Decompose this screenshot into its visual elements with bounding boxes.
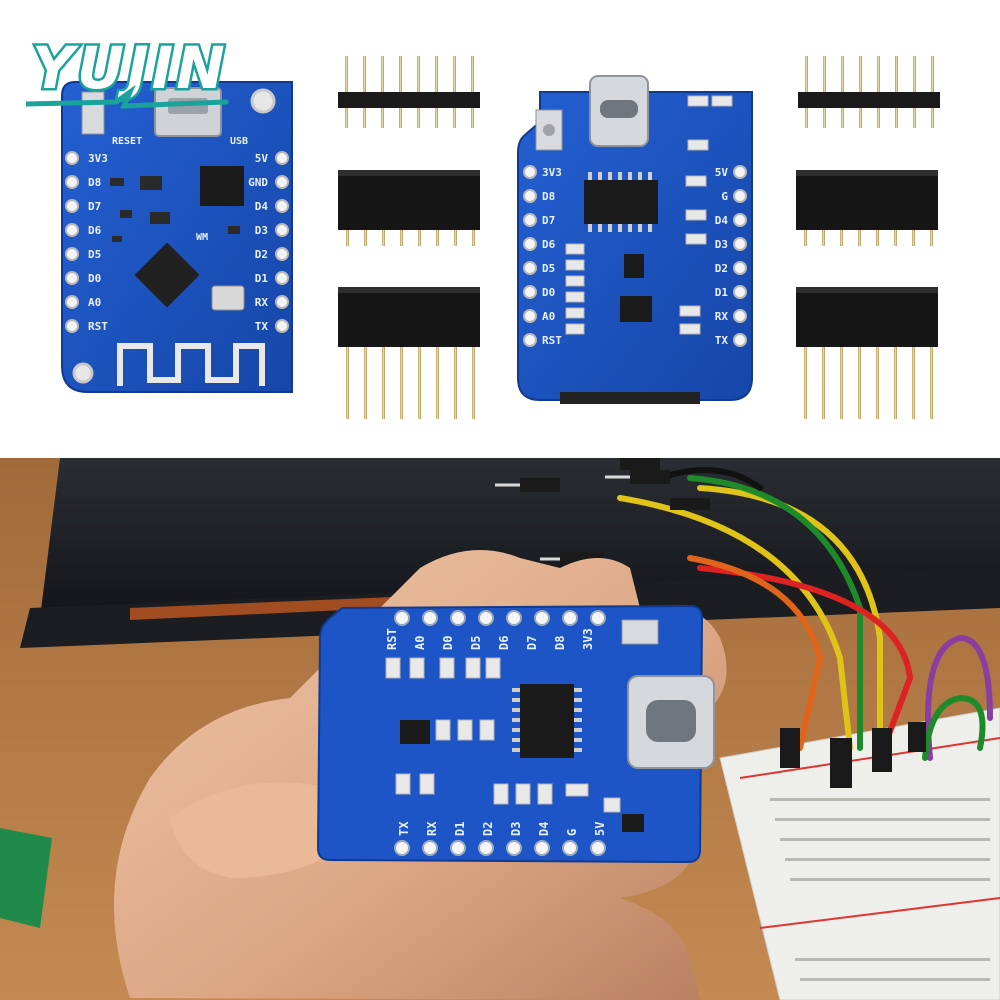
front-pin-label-right: TX xyxy=(715,334,729,347)
back-pin-label-right: TX xyxy=(255,320,269,333)
front-pin-label-right: D4 xyxy=(715,214,729,227)
back-pin-label-right: RX xyxy=(255,296,269,309)
held-pin-label-top: D6 xyxy=(497,636,511,650)
back-pin-label-left: RST xyxy=(88,320,108,333)
chip-icon xyxy=(134,242,200,308)
held-pin-label-top: 3V3 xyxy=(581,628,595,650)
back-pin-label-left: D6 xyxy=(88,224,102,237)
product-illustration: 3V3 D8 D7 D6 D5 D0 A0 RST 5V GND D4 D3 D… xyxy=(61,56,940,419)
front-pin-label-left: D7 xyxy=(542,214,555,227)
back-pin-label-left: D0 xyxy=(88,272,101,285)
back-pin-label-left: D5 xyxy=(88,248,101,261)
reset-label: RESET xyxy=(112,136,142,147)
back-pin-label-left: D7 xyxy=(88,200,101,213)
front-pin-label-right: D1 xyxy=(715,286,729,299)
held-pin-label-bottom: D3 xyxy=(509,822,523,836)
antenna-trace-icon xyxy=(117,343,265,386)
front-pin-label-right: 5V xyxy=(715,166,729,179)
held-pin-label-bottom: D4 xyxy=(537,822,551,836)
front-pin-label-left: D0 xyxy=(542,286,555,299)
front-pin-label-left: A0 xyxy=(542,310,555,323)
held-pin-label-bottom: D1 xyxy=(453,822,467,836)
chip-icon xyxy=(584,180,658,224)
held-pin-label-top: D5 xyxy=(469,636,483,650)
held-pin-label-bottom: D2 xyxy=(481,822,495,836)
held-board: RST A0 D0 D5 D6 D7 D8 3V3 TX RX D1 D2 D3… xyxy=(316,604,715,864)
held-pin-label-top: D0 xyxy=(441,636,455,650)
front-pin-label-right: RX xyxy=(715,310,729,323)
front-pin-label-right: G xyxy=(721,190,728,203)
chip-icon xyxy=(520,684,574,758)
breadboard xyxy=(719,707,1000,1000)
held-pin-label-top: A0 xyxy=(413,636,427,650)
front-pin-label-left: 3V3 xyxy=(542,166,562,179)
back-pin-label-right: 5V xyxy=(255,152,269,165)
back-pin-label-right: GND xyxy=(248,176,268,189)
front-pin-label-left: D8 xyxy=(542,190,555,203)
in-hand-photo: RST A0 D0 D5 D6 D7 D8 3V3 TX RX D1 D2 D3… xyxy=(0,458,1000,1000)
in-hand-photo-panel: RST A0 D0 D5 D6 D7 D8 3V3 TX RX D1 D2 D3… xyxy=(0,458,1000,1000)
back-pin-label-left: D8 xyxy=(88,176,101,189)
reset-button-icon xyxy=(621,619,659,645)
product-photo-panel: 3V3 D8 D7 D6 D5 D0 A0 RST 5V GND D4 D3 D… xyxy=(0,0,1000,450)
back-pin-label-right: D2 xyxy=(255,248,268,261)
held-pin-label-top: D8 xyxy=(553,636,567,650)
front-pin-label-right: D2 xyxy=(715,262,728,275)
held-pin-label-top: D7 xyxy=(525,636,539,650)
held-pin-label-bottom: TX xyxy=(397,821,411,836)
wm-label: WM xyxy=(196,232,208,243)
front-pin-label-left: D5 xyxy=(542,262,555,275)
usb-label: USB xyxy=(230,136,248,147)
held-pin-label-bottom: G xyxy=(565,829,579,836)
board-back-view: 3V3 D8 D7 D6 D5 D0 A0 RST 5V GND D4 D3 D… xyxy=(61,81,293,393)
back-pin-label-left: A0 xyxy=(88,296,101,309)
front-pin-label-right: D3 xyxy=(715,238,728,251)
header-pins-left-group xyxy=(338,56,480,419)
back-pin-label-right: D1 xyxy=(255,272,269,285)
front-pin-label-left: RST xyxy=(542,334,562,347)
mounting-hole-icon xyxy=(250,88,276,114)
front-pin-label-left: D6 xyxy=(542,238,556,251)
held-pin-label-bottom: RX xyxy=(425,821,439,836)
board-front-view: 3V3 D8 D7 D6 D5 D0 A0 RST 5V G D4 D3 D2 … xyxy=(517,75,753,404)
held-pin-label-bottom: 5V xyxy=(593,822,607,836)
back-pin-label-left: 3V3 xyxy=(88,152,108,165)
chip-icon xyxy=(200,166,244,206)
header-pins-right-group xyxy=(796,56,940,419)
brand-logo: YUJIN xyxy=(26,32,229,109)
back-pin-label-right: D3 xyxy=(255,224,268,237)
back-pin-label-right: D4 xyxy=(255,200,269,213)
green-card xyxy=(0,828,52,928)
jumper-wires xyxy=(617,467,993,761)
held-pin-label-top: RST xyxy=(385,628,399,650)
